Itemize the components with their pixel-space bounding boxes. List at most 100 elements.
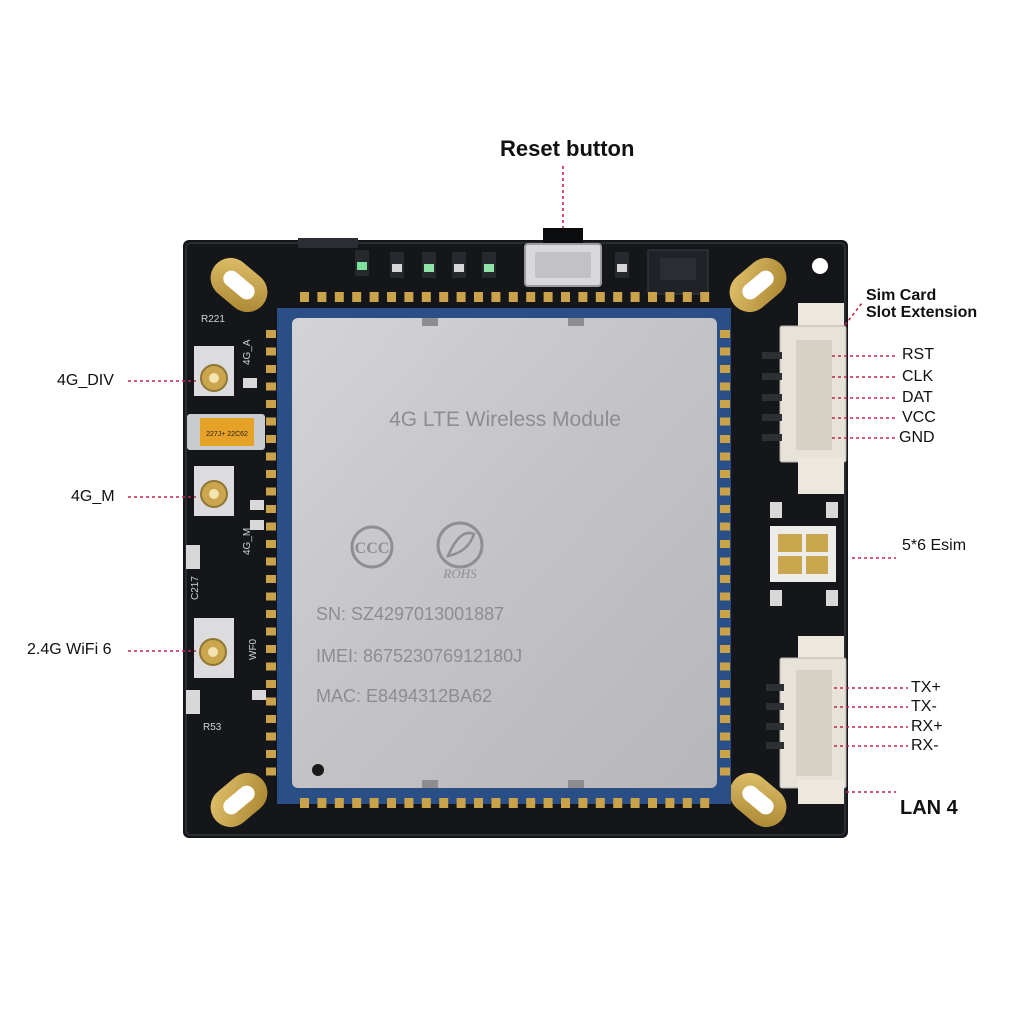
- module-pad: [508, 292, 518, 302]
- sim-pin: [762, 414, 782, 421]
- module-pad: [404, 292, 414, 302]
- silk-4g-a: 4G_A: [242, 339, 253, 365]
- module-pad: [613, 798, 623, 808]
- module-pad: [720, 452, 730, 461]
- module-pad: [720, 330, 730, 338]
- module-pad: [317, 292, 327, 302]
- module-pad: [300, 798, 309, 808]
- tantalum-capacitor: 227J+ 22C62: [187, 414, 265, 450]
- module-pad: [404, 798, 414, 808]
- module-pad: [266, 645, 276, 653]
- module-pad: [720, 732, 730, 741]
- label-txp: TX+: [911, 679, 941, 696]
- label-rxp: RX+: [911, 718, 943, 735]
- module-pad: [720, 417, 730, 426]
- module-pad: [266, 750, 276, 758]
- silk-wf0: WF0: [248, 638, 259, 660]
- lan-pin: [766, 742, 784, 749]
- module-pad: [266, 627, 276, 636]
- module-pad: [720, 400, 730, 408]
- module-pad: [720, 610, 730, 618]
- silk-r53: R53: [203, 722, 222, 733]
- sim-pin: [762, 352, 782, 359]
- label-txn: TX-: [911, 698, 937, 715]
- module-pad: [720, 627, 730, 636]
- module-pad: [266, 662, 276, 671]
- module-pad: [720, 750, 730, 758]
- sim-connector-pins: [762, 352, 782, 441]
- silk-4g-m: 4G_M: [242, 528, 253, 555]
- module-pad: [578, 798, 588, 808]
- module-pad: [387, 292, 396, 302]
- ccc-mark: CCC: [350, 525, 394, 569]
- module-pad: [720, 347, 730, 356]
- lan-pin: [766, 703, 784, 710]
- module-pad: [561, 292, 570, 302]
- module-pad: [648, 292, 657, 302]
- reset-switch: [524, 228, 602, 287]
- module-pad: [648, 798, 657, 808]
- silk-c217: C217: [190, 576, 201, 600]
- module-pad: [266, 697, 276, 706]
- module-pad: [456, 798, 466, 808]
- leader-sim: [844, 302, 863, 326]
- module-pad: [352, 292, 362, 302]
- module-pad: [613, 292, 623, 302]
- module-pad: [266, 417, 276, 426]
- module-pad: [491, 292, 501, 302]
- mounting-hole-bottom-left: [210, 772, 268, 828]
- sim-pin: [762, 434, 782, 441]
- label-sim-line1: Sim Card: [866, 287, 937, 304]
- module-pad: [369, 798, 379, 808]
- module-pad: [595, 798, 605, 808]
- module-pad: [720, 435, 730, 443]
- module-pad: [720, 680, 730, 688]
- module-title: 4G LTE Wireless Module: [389, 408, 621, 431]
- module-pad: [266, 330, 276, 338]
- left-smd-parts: [186, 378, 266, 714]
- mounting-hole-top-right: [729, 257, 787, 313]
- module-pad: [543, 798, 553, 808]
- lan-connector-pins: [766, 684, 784, 749]
- module-pad: [266, 470, 276, 478]
- module-pad: [369, 292, 379, 302]
- label-vcc: VCC: [902, 409, 936, 426]
- module-pad: [387, 798, 396, 808]
- status-leds: [355, 250, 629, 278]
- module-pad: [665, 798, 675, 808]
- module-pad: [474, 798, 483, 808]
- module-pad: [720, 592, 730, 601]
- pcb-edge: [185, 242, 846, 836]
- module-pad: [439, 292, 449, 302]
- module-pad: [561, 798, 570, 808]
- antenna-connector-wifi: [194, 618, 234, 678]
- module-pad: [543, 292, 553, 302]
- module-pad: [266, 540, 276, 548]
- label-wifi: 2.4G WiFi 6: [27, 641, 112, 658]
- top-connector: [298, 238, 358, 248]
- module-pins: [266, 292, 730, 808]
- module-pad: [682, 798, 692, 808]
- svg-text:CCC: CCC: [355, 540, 390, 557]
- module-pad: [630, 798, 640, 808]
- label-gnd: GND: [899, 429, 935, 446]
- module-pad: [720, 575, 730, 583]
- antenna-connector-4g-div: [194, 346, 234, 396]
- rohs-leaf-icon: [436, 521, 484, 569]
- module-pad: [720, 645, 730, 653]
- module-pad: [439, 798, 449, 808]
- label-rst: RST: [902, 346, 934, 363]
- label-dat: DAT: [902, 389, 933, 406]
- module-pad: [720, 557, 730, 566]
- module-pad: [720, 767, 730, 776]
- module-pad: [421, 798, 431, 808]
- module-pad: [508, 798, 518, 808]
- module-pad: [700, 798, 710, 808]
- module-pad: [720, 382, 730, 391]
- module-pad: [266, 400, 276, 408]
- leader-lines: [128, 166, 908, 793]
- module-pad: [720, 715, 730, 723]
- label-clk: CLK: [902, 368, 934, 385]
- module-pad: [266, 452, 276, 461]
- module-pad: [266, 347, 276, 356]
